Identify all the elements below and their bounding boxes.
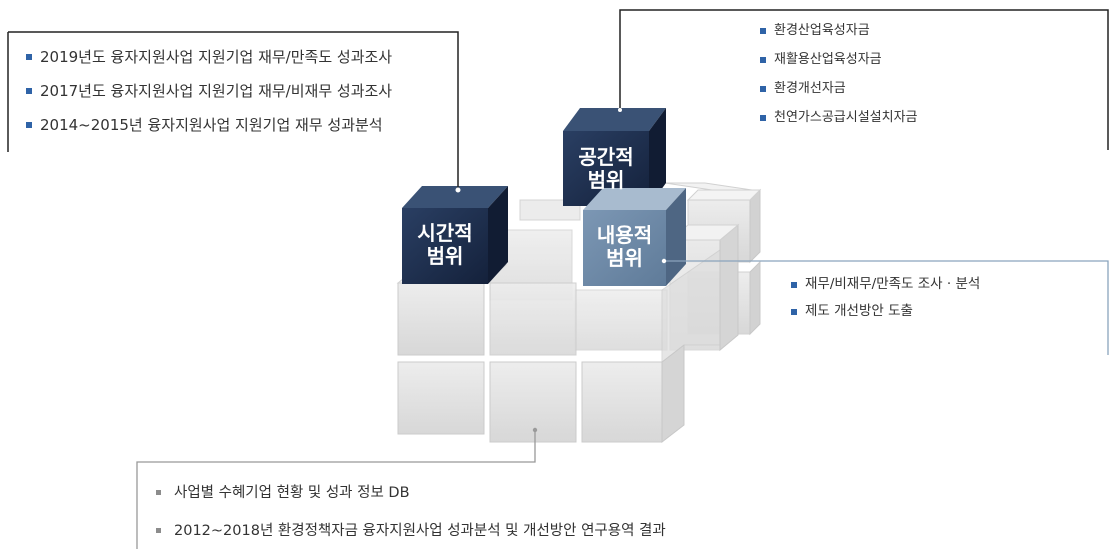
temporal-scope-block xyxy=(402,186,508,284)
list-item: 천연가스공급시설설치자금 xyxy=(760,103,918,132)
base-data-list: 사업별 수혜기업 현황 및 성과 정보 DB 2012~2018년 환경정책자금… xyxy=(156,474,666,550)
temporal-scope-label-line1: 시간적 xyxy=(417,221,473,245)
content-scope-list: 재무/비재무/만족도 조사 · 분석 제도 개선방안 도출 xyxy=(791,271,980,325)
bullet-icon xyxy=(791,308,797,315)
list-item: 재무/비재무/만족도 조사 · 분석 xyxy=(791,271,980,298)
list-item: 제도 개선방안 도출 xyxy=(791,298,980,325)
bullet-icon xyxy=(26,88,32,94)
list-item: 2014~2015년 융자지원사업 지원기업 재무 성과분석 xyxy=(26,108,392,142)
bullet-icon xyxy=(156,528,161,533)
content-scope-block xyxy=(583,188,686,286)
list-item: 2012~2018년 환경정책자금 융자지원사업 성과분석 및 개선방안 연구용… xyxy=(156,512,666,550)
list-item: 재활용산업육성자금 xyxy=(760,45,918,74)
content-scope-label-line1: 내용적 xyxy=(596,223,653,247)
list-item: 환경산업육성자금 xyxy=(760,16,918,45)
list-item: 2019년도 융자지원사업 지원기업 재무/만족도 성과조사 xyxy=(26,40,392,74)
spatial-scope-label-line1: 공간적 xyxy=(578,145,634,169)
spatial-scope-list: 환경산업육성자금 재활용산업육성자금 환경개선자금 천연가스공급시설설치자금 xyxy=(760,16,918,132)
content-scope-label-line2: 범위 xyxy=(606,246,643,270)
connector-lines xyxy=(7,9,1109,549)
spatial-scope-label-line2: 범위 xyxy=(587,168,625,192)
bullet-icon xyxy=(791,281,797,288)
list-item: 환경개선자금 xyxy=(760,74,918,103)
temporal-scope-label-line2: 범위 xyxy=(426,244,464,268)
spatial-scope-label: 공간적 범위 xyxy=(563,146,649,192)
bullet-icon xyxy=(760,56,766,63)
bullet-icon xyxy=(760,27,766,34)
bullet-icon xyxy=(760,85,766,92)
list-item: 2017년도 융자지원사업 지원기업 재무/비재무 성과조사 xyxy=(26,74,392,108)
bullet-icon xyxy=(26,54,32,60)
temporal-scope-label: 시간적 범위 xyxy=(402,222,488,268)
temporal-scope-list: 2019년도 융자지원사업 지원기업 재무/만족도 성과조사 2017년도 융자… xyxy=(26,40,392,142)
bullet-icon xyxy=(26,122,32,128)
bullet-icon xyxy=(760,114,766,121)
bullet-icon xyxy=(156,490,161,495)
content-scope-label: 내용적 범위 xyxy=(583,224,666,270)
list-item: 사업별 수혜기업 현황 및 성과 정보 DB xyxy=(156,474,666,512)
grey-cube-grid xyxy=(396,182,762,444)
